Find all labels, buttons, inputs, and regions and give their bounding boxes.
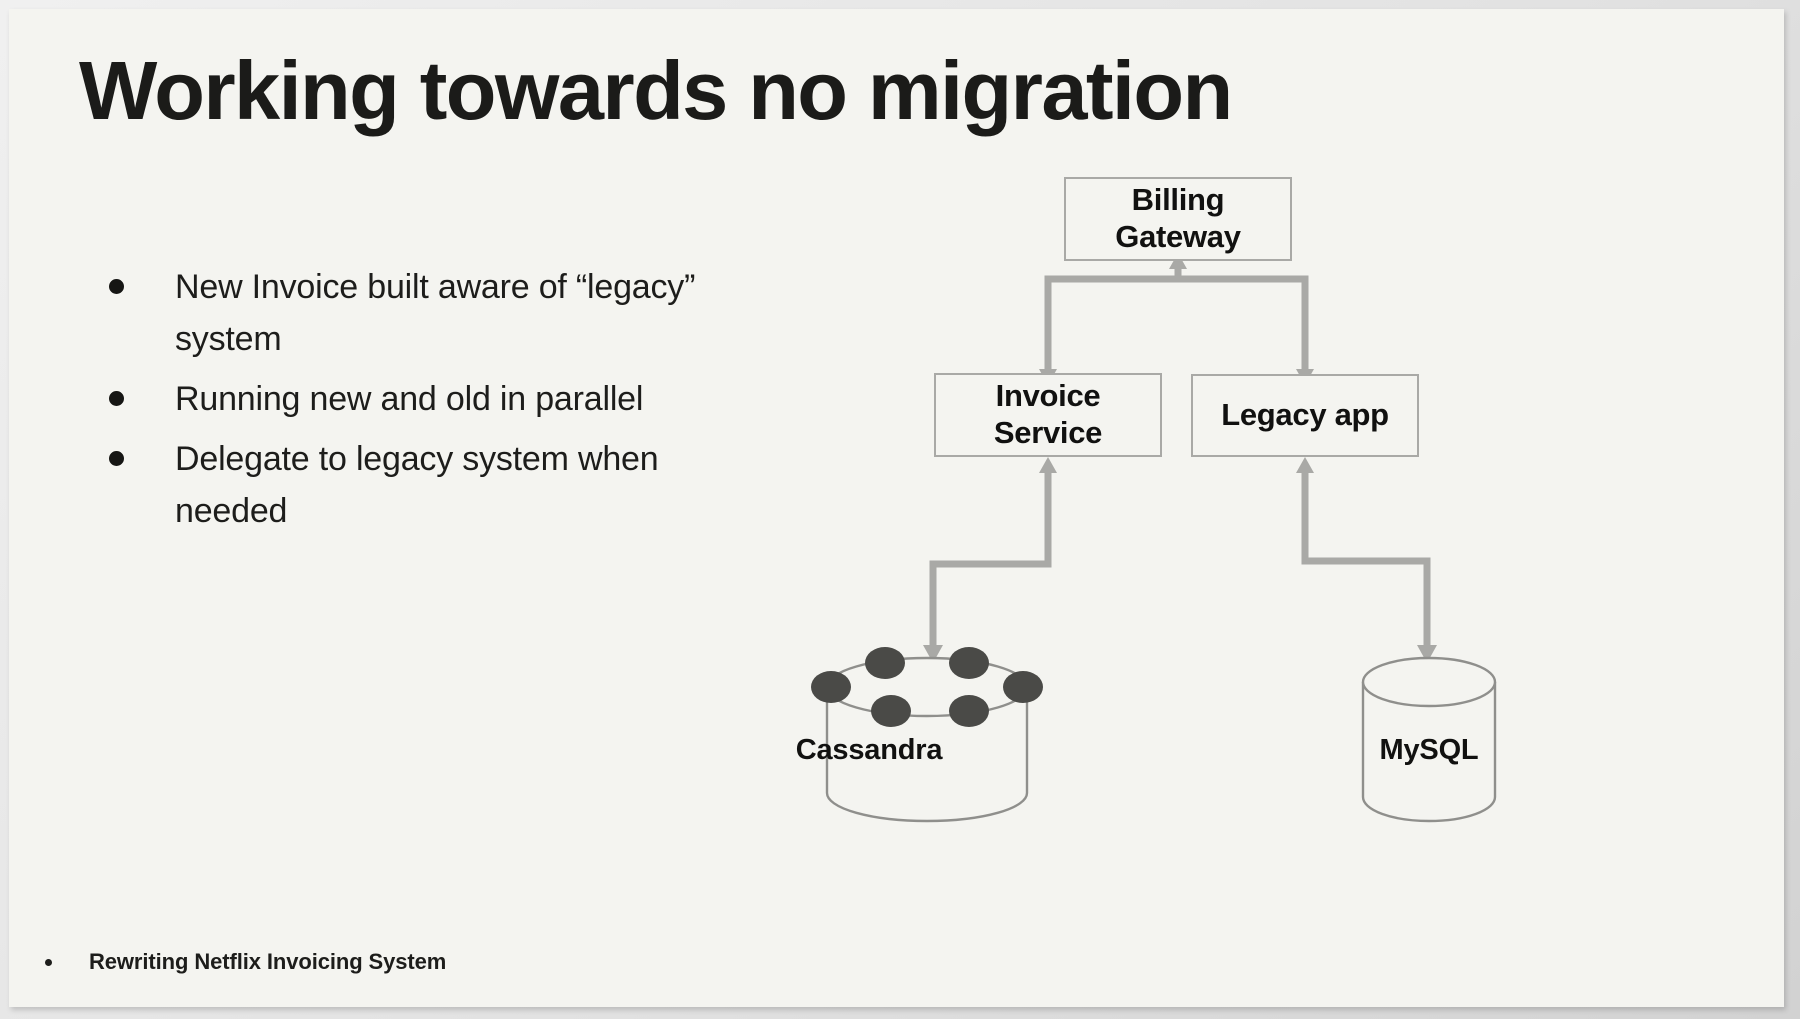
bullet-list: New Invoice built aware of “legacy” syst… (97, 261, 717, 545)
list-item-label: Running new and old in parallel (175, 380, 644, 419)
list-item: New Invoice built aware of “legacy” syst… (97, 261, 717, 365)
node-cassandra-label: Cassandra (795, 734, 943, 766)
bullet-dot-icon (109, 279, 124, 294)
node-legacy-app-label: Legacy app (1221, 397, 1389, 433)
list-item: Delegate to legacy system when needed (97, 433, 717, 537)
edge-invoice-to-cassandra (923, 457, 1057, 663)
page-title: Working towards no migration (79, 44, 1233, 137)
bullet-dot-icon (109, 451, 124, 467)
list-item-label: New Invoice built aware of “legacy” syst… (175, 268, 696, 359)
node-mysql-label: MySQL (1379, 734, 1479, 766)
node-invoice-service[interactable]: Invoice Service (934, 373, 1162, 457)
bullet-dot-icon (109, 391, 124, 407)
edge-legacy-to-mysql (1296, 457, 1437, 663)
list-item-label: Delegate to legacy system when needed (175, 440, 659, 531)
edge-legacy-to-gateway (1178, 275, 1314, 385)
list-item: Running new and old in parallel (97, 373, 717, 425)
slide-canvas: Working towards no migration New Invoice… (9, 9, 1784, 1007)
footer-bullet-icon (45, 958, 52, 966)
node-legacy-app[interactable]: Legacy app (1191, 374, 1419, 457)
edge-invoice-to-gateway (1039, 253, 1187, 385)
footer-label: Rewriting Netflix Invoicing System (89, 949, 447, 974)
node-invoice-service-label: Invoice Service (993, 378, 1103, 450)
slide-footer: Rewriting Netflix Invoicing System (45, 949, 446, 975)
node-billing-gateway[interactable]: Billing Gateway (1064, 177, 1292, 261)
node-billing-gateway-label: Billing Gateway (1115, 182, 1241, 254)
